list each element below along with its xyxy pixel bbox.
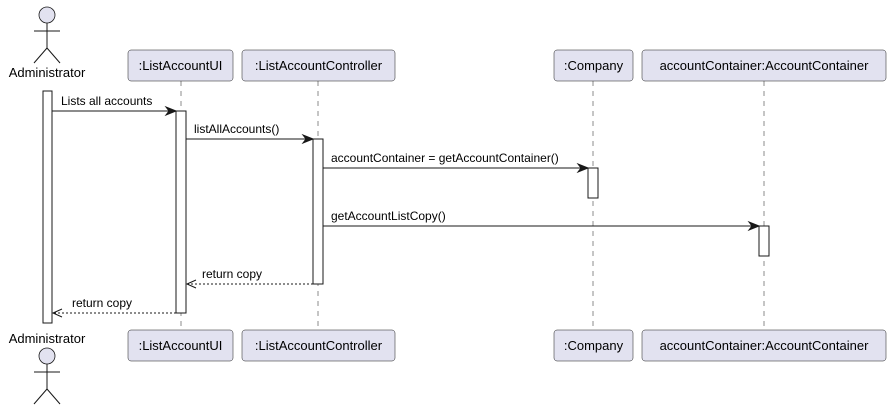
participant-container-top: accountContainer:AccountContainer bbox=[641, 49, 887, 82]
message-label-return-copy-ui: return copy bbox=[72, 296, 132, 310]
actor-administrator-bottom: Administrator bbox=[9, 331, 86, 405]
participant-controller-label-bottom: :ListAccountController bbox=[255, 338, 383, 353]
participant-ui-bottom: :ListAccountUI bbox=[127, 329, 234, 362]
message-label-lists-all-accounts: Lists all accounts bbox=[61, 94, 152, 108]
message-get-account-list-copy: getAccountListCopy() bbox=[323, 209, 761, 232]
activation-container bbox=[758, 225, 770, 257]
message-get-account-container: accountContainer = getAccountContainer() bbox=[323, 151, 590, 174]
message-return-copy-controller: return copy bbox=[185, 267, 313, 289]
message-label-get-account-list-copy: getAccountListCopy() bbox=[331, 209, 446, 223]
participant-company-label-top: :Company bbox=[564, 58, 624, 73]
participant-ui-label-bottom: :ListAccountUI bbox=[139, 338, 223, 353]
participant-controller-top: :ListAccountController bbox=[241, 49, 396, 82]
participant-company-bottom: :Company bbox=[553, 329, 634, 362]
participant-container-label-bottom: accountContainer:AccountContainer bbox=[660, 338, 870, 353]
participant-company-label-bottom: :Company bbox=[564, 338, 624, 353]
participant-controller-bottom: :ListAccountController bbox=[241, 329, 396, 362]
actor-administrator-label-top: Administrator bbox=[9, 65, 86, 80]
message-label-list-all-accounts: listAllAccounts() bbox=[194, 122, 279, 136]
activation-administrator bbox=[42, 90, 53, 324]
message-list-all-accounts: listAllAccounts() bbox=[186, 122, 315, 145]
participant-ui-label-top: :ListAccountUI bbox=[139, 58, 223, 73]
actor-administrator-top: Administrator bbox=[9, 6, 86, 80]
message-label-return-copy-controller: return copy bbox=[202, 267, 262, 281]
participant-controller-label-top: :ListAccountController bbox=[255, 58, 383, 73]
message-label-get-account-container: accountContainer = getAccountContainer() bbox=[331, 151, 559, 165]
activation-controller bbox=[312, 138, 324, 285]
actor-administrator-label-bottom: Administrator bbox=[9, 331, 86, 346]
message-lists-all-accounts: Lists all accounts bbox=[52, 94, 178, 117]
message-return-copy-ui: return copy bbox=[51, 296, 176, 318]
activation-company bbox=[587, 167, 599, 199]
participant-ui-top: :ListAccountUI bbox=[127, 49, 234, 82]
participant-container-label-top: accountContainer:AccountContainer bbox=[660, 58, 870, 73]
participant-container-bottom: accountContainer:AccountContainer bbox=[641, 329, 887, 362]
activation-ui bbox=[175, 110, 187, 314]
participant-company-top: :Company bbox=[553, 49, 634, 82]
